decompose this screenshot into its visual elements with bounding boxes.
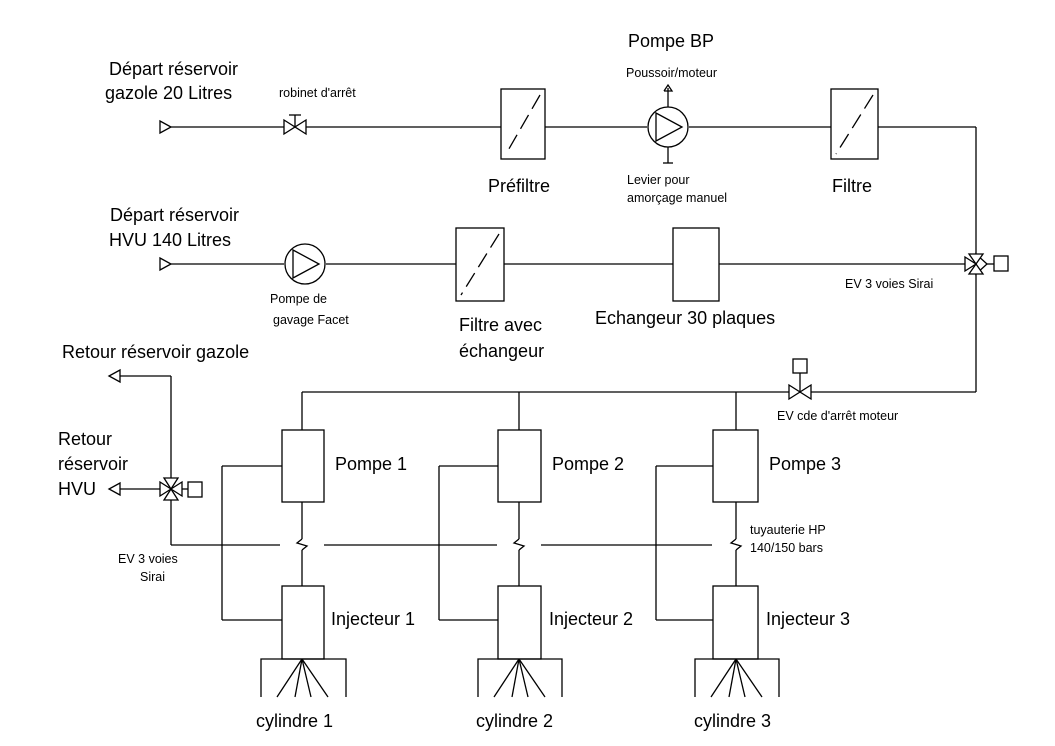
injecteur-1-label: Injecteur 1: [331, 609, 415, 629]
retour-hvu-label-3: HVU: [58, 479, 96, 499]
ev-3voies-right-icon: [964, 252, 1009, 276]
hvu-supply-line: [159, 256, 965, 272]
retour-gazole-arrow: [107, 368, 121, 384]
return-lines: [107, 368, 713, 621]
injecteur-3-box: [712, 585, 759, 660]
cylindre-1-icon: [260, 658, 347, 698]
ev-left-label-2: Sirai: [140, 570, 165, 584]
retour-hvu-label-1: Retour: [58, 429, 112, 449]
gazole-supply-line: [159, 119, 977, 254]
pompe-1-label: Pompe 1: [335, 454, 407, 474]
ev-arret-label: EV cde d'arrêt moteur: [777, 409, 898, 423]
robinet-label: robinet d'arrêt: [279, 86, 356, 100]
pompe-bp-icon: [647, 83, 689, 164]
pompe-bp-label: Pompe BP: [628, 31, 714, 51]
ev-arret-valve-icon: [788, 358, 812, 401]
retour-gazole-label: Retour réservoir gazole: [62, 342, 249, 362]
prefiltre-label: Préfiltre: [488, 176, 550, 196]
tuyauterie-label-1: tuyauterie HP: [750, 523, 826, 537]
retour-hvu-label-2: réservoir: [58, 454, 128, 474]
pompe-1-box: [281, 429, 325, 503]
filtre-box: [830, 88, 879, 160]
robinet-valve-icon: [283, 114, 307, 136]
filtre-label: Filtre: [832, 176, 872, 196]
pompe-3-label: Pompe 3: [769, 454, 841, 474]
injecteur-1-box: [281, 585, 325, 660]
ev-left-label-1: EV 3 voies: [118, 552, 178, 566]
cylindre-2-icon: [477, 658, 563, 698]
pompe-2-label: Pompe 2: [552, 454, 624, 474]
hp-lines: [295, 502, 743, 586]
echangeur-box: [672, 227, 720, 302]
hvu-inlet-arrow: [159, 256, 173, 272]
poussoir-label: Poussoir/moteur: [626, 66, 717, 80]
levier-label-1: Levier pour: [627, 173, 690, 187]
return-to-distribution-line: [302, 274, 977, 393]
ev-3voies-right-label: EV 3 voies Sirai: [845, 277, 933, 291]
gazole-inlet-arrow: [159, 119, 173, 135]
depart-gazole-label-1: Départ réservoir: [109, 59, 238, 79]
cylindre-2-label: cylindre 2: [476, 711, 553, 731]
depart-hvu-label-2: HVU 140 Litres: [109, 230, 231, 250]
tuyauterie-label-2: 140/150 bars: [750, 541, 823, 555]
pompe-3-box: [712, 429, 759, 503]
pompe-gavage-icon: [284, 243, 326, 285]
cylindre-3-label: cylindre 3: [694, 711, 771, 731]
pompe-gavage-label-1: Pompe de: [270, 292, 327, 306]
cylindre-1-label: cylindre 1: [256, 711, 333, 731]
levier-label-2: amorçage manuel: [627, 191, 727, 205]
filtre-echangeur-label-1: Filtre avec: [459, 315, 542, 335]
pump-feed-lines: [301, 392, 737, 430]
depart-gazole-label-2: gazole 20 Litres: [105, 83, 232, 103]
ev-3voies-left-icon: [159, 477, 203, 501]
injecteur-3-label: Injecteur 3: [766, 609, 850, 629]
depart-hvu-label-1: Départ réservoir: [110, 205, 239, 225]
pompe-2-box: [497, 429, 542, 503]
filtre-echangeur-label-2: échangeur: [459, 341, 544, 361]
prefiltre-box: [500, 88, 546, 160]
pompe-gavage-label-2: gavage Facet: [273, 313, 349, 327]
injecteur-2-box: [497, 585, 542, 660]
injecteur-2-label: Injecteur 2: [549, 609, 633, 629]
cylindre-3-icon: [694, 658, 780, 698]
echangeur-label: Echangeur 30 plaques: [595, 308, 775, 328]
filtre-echangeur-box: [455, 227, 505, 302]
retour-hvu-arrow: [107, 481, 121, 497]
